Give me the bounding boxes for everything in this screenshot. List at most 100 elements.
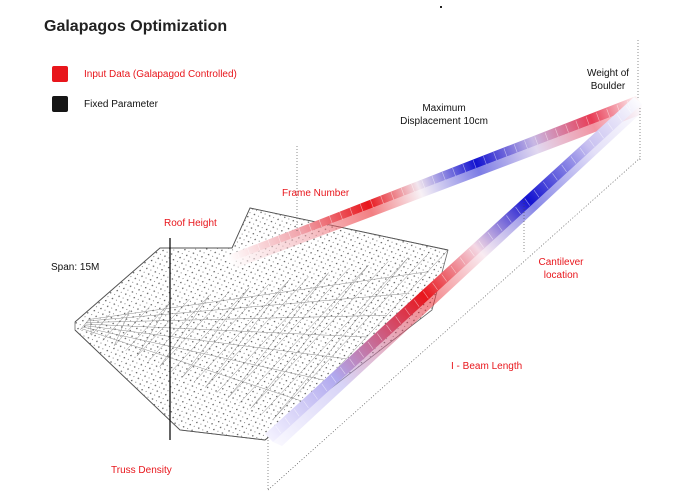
beam-tick	[598, 131, 604, 139]
beam-tick	[349, 358, 355, 366]
beam-tick	[626, 100, 631, 110]
truss-diagonal	[89, 317, 92, 336]
beam-tick	[370, 199, 374, 208]
beam-tick	[452, 167, 456, 177]
beam-tick	[395, 316, 401, 324]
beam-tick	[411, 183, 415, 193]
upper-beam-face	[226, 96, 642, 262]
beam-tick	[533, 190, 540, 198]
beam-tick	[478, 240, 484, 248]
beam-tick	[312, 392, 318, 400]
diagram-title: Galapagos Optimization	[44, 18, 228, 35]
beam-tick	[421, 179, 426, 189]
beam-tick	[330, 375, 337, 383]
lower-beam-underside	[273, 104, 642, 446]
beam-tick	[257, 243, 261, 252]
label-cantilever-location-line-1: Cantilever	[538, 257, 584, 268]
beam-tick	[506, 215, 512, 223]
beam-tick	[359, 203, 364, 212]
beam-tick	[404, 307, 411, 316]
beam-tick	[459, 257, 466, 265]
beam-tick	[565, 124, 569, 133]
truss-roof	[74, 207, 449, 441]
truss-diagonal	[159, 295, 210, 367]
label-maximum-displacement-line-1: Maximum	[422, 103, 466, 114]
beam-tick	[380, 195, 384, 204]
beam-tick	[293, 409, 300, 417]
label-maximum-displacement-line-2: Displacement 10cm	[400, 116, 488, 127]
truss-member	[88, 271, 428, 320]
truss-diagonal	[227, 272, 329, 399]
legend-swatch-fixed	[52, 96, 68, 112]
beam-tick	[515, 206, 521, 215]
beam-tick	[303, 400, 309, 408]
beam-tick	[376, 333, 383, 341]
beam-tick	[534, 136, 539, 145]
upper-i-beam	[226, 96, 642, 268]
label-cantilever-location-line-2: location	[543, 270, 579, 281]
beam-tick	[469, 248, 475, 257]
beam-tick	[358, 350, 364, 358]
beam-tick	[321, 383, 328, 392]
beam-tick	[607, 122, 614, 130]
beam-tick	[575, 120, 580, 129]
legend-item-input: Input Data (Galapagod Controlled)	[52, 66, 237, 82]
truss-diagonal	[250, 264, 369, 409]
truss-diagonal	[273, 257, 409, 419]
truss-diagonal	[136, 302, 170, 357]
truss-member	[84, 323, 367, 338]
beam-tick	[390, 191, 395, 200]
beam-tick	[287, 231, 292, 240]
beam-tick	[555, 128, 559, 137]
beam-tick	[513, 144, 518, 153]
upper-beam-underside	[230, 105, 642, 268]
beam-tick	[328, 215, 333, 224]
beam-tick	[616, 114, 623, 122]
beam-tick	[589, 139, 595, 147]
truss-mesh	[79, 249, 449, 425]
truss-diagonal	[113, 310, 131, 346]
truss-member	[81, 328, 306, 403]
beam-tick	[544, 132, 549, 141]
beam-segment-ticks	[236, 100, 632, 434]
beam-tick	[367, 341, 374, 349]
label-weight-of-boulder-line-1: Weight of	[586, 68, 630, 79]
beam-tick	[298, 227, 302, 236]
beam-tick	[570, 156, 577, 164]
label-span: Span: 15M	[51, 262, 100, 273]
label-beam-length: I - Beam Length	[451, 361, 523, 372]
beam-tick	[503, 148, 508, 157]
truss-member	[83, 325, 347, 359]
beam-tick	[450, 265, 457, 274]
beam-tick	[487, 232, 494, 240]
beam-tick	[400, 187, 405, 196]
beam-tick	[616, 104, 621, 114]
legend-item-fixed: Fixed Parameter	[52, 96, 158, 112]
beam-tick	[432, 282, 438, 291]
truss-member	[87, 293, 408, 322]
beam-tick	[236, 250, 241, 260]
beam-tick	[493, 152, 497, 161]
beam-tick	[339, 211, 343, 220]
beam-tick	[267, 239, 271, 248]
beam-tick	[423, 291, 429, 299]
beam-tick	[579, 147, 586, 156]
beam-tick	[413, 299, 420, 307]
beam-tick	[441, 171, 446, 181]
beam-tick	[585, 116, 590, 125]
beam-tick	[524, 198, 531, 206]
beam-tick	[277, 235, 282, 244]
legend-swatch-input	[52, 66, 68, 82]
beam-tick	[524, 140, 528, 149]
beam-tick	[318, 219, 323, 228]
label-frame-number: Frame Number	[282, 188, 350, 199]
beam-tick	[552, 173, 558, 181]
beam-tick	[496, 223, 503, 232]
truss-member	[82, 326, 326, 381]
truss-member	[86, 315, 387, 323]
beam-tick	[561, 164, 567, 173]
beam-tick	[626, 105, 632, 114]
beam-length-dimension-line	[267, 157, 641, 491]
